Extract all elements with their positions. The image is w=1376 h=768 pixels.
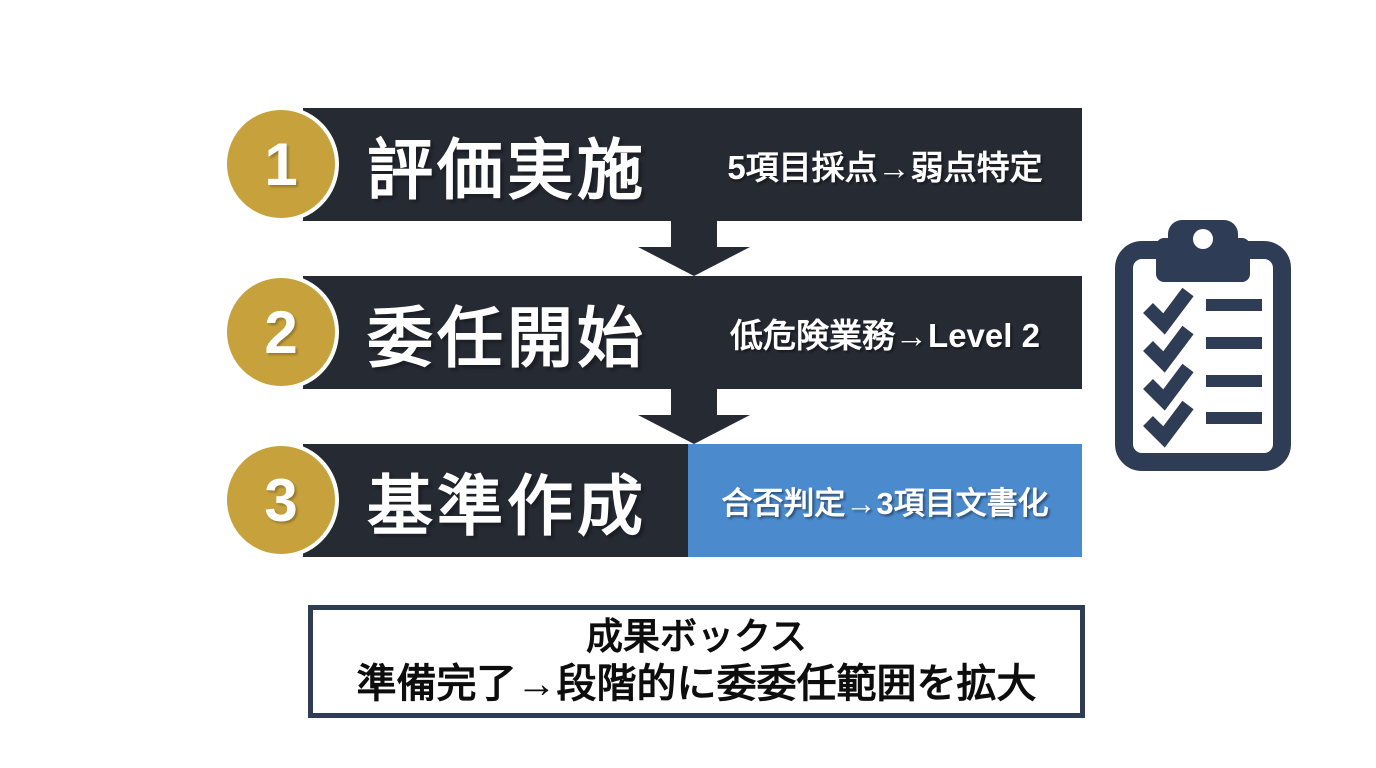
clipboard-checklist-icon	[1115, 220, 1291, 471]
step-3-detail-highlight: 合否判定→3項目文書化	[688, 444, 1082, 557]
step-2-number: 2	[264, 298, 298, 366]
step-3-number: 3	[264, 466, 298, 534]
result-box-title: 成果ボックス	[586, 615, 807, 657]
step-2-detail: 低危険業務→Level 2	[730, 316, 1040, 354]
down-arrow-icon	[638, 388, 750, 444]
step-3-number-badge: 3	[223, 442, 339, 558]
step-1-number: 1	[264, 130, 298, 198]
down-arrow-icon	[638, 220, 750, 276]
result-box: 成果ボックス 準備完了→段階的に委委任範囲を拡大	[308, 605, 1085, 718]
step-1-title: 評価実施	[367, 132, 647, 207]
step-2-title: 委任開始	[367, 300, 647, 375]
step-3-title: 基準作成	[367, 468, 647, 543]
step-2-number-badge: 2	[223, 274, 339, 390]
step-1-detail: 5項目採点→弱点特定	[727, 148, 1043, 186]
result-box-description: 準備完了→段階的に委委任範囲を拡大	[356, 662, 1037, 707]
step-3-bar: 基準作成 合否判定→3項目文書化	[303, 444, 1082, 557]
step-2-bar: 委任開始 低危険業務→Level 2	[303, 276, 1082, 389]
step-1-number-badge: 1	[223, 106, 339, 222]
step-1-bar: 評価実施 5項目採点→弱点特定	[303, 108, 1082, 221]
